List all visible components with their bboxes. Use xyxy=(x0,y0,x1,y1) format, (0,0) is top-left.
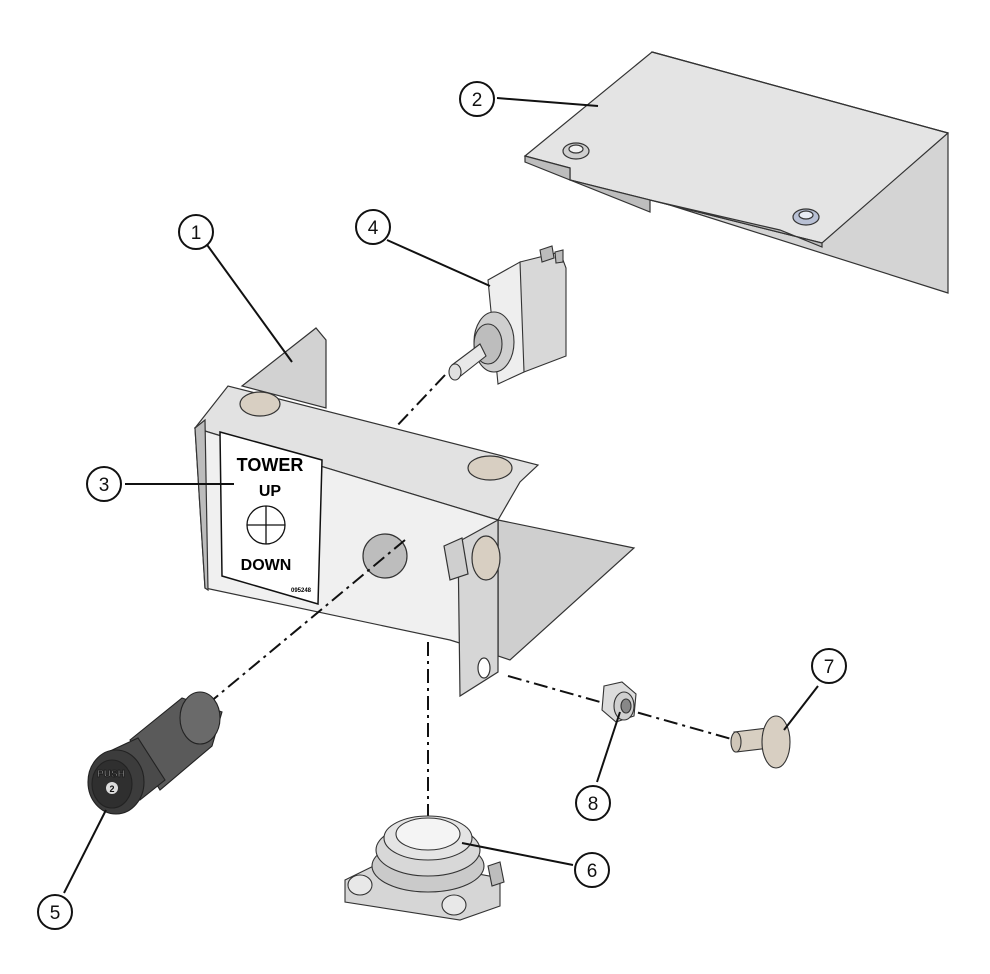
decal-line-up: UP xyxy=(259,483,282,500)
leader-7 xyxy=(783,685,819,731)
callout-1-number: 1 xyxy=(191,223,202,244)
callout-3-number: 3 xyxy=(99,475,110,496)
bushing-connector xyxy=(344,815,505,921)
lock-nut xyxy=(601,681,637,723)
callout-7: 7 xyxy=(811,648,847,684)
push-button: PUSH 2 xyxy=(87,691,223,815)
callout-2-number: 2 xyxy=(472,90,483,111)
callout-4-number: 4 xyxy=(368,218,379,239)
cover-plate xyxy=(523,51,950,294)
centerline-toggle xyxy=(394,374,446,429)
leader-5 xyxy=(63,809,107,894)
toggle-switch xyxy=(448,245,567,385)
callout-3: 3 xyxy=(86,466,122,502)
callout-1: 1 xyxy=(178,214,214,250)
decal-line-tower: TOWER xyxy=(237,455,304,475)
leader-8 xyxy=(596,711,621,783)
callout-4: 4 xyxy=(355,209,391,245)
callout-6: 6 xyxy=(574,852,610,888)
callout-7-number: 7 xyxy=(824,657,835,678)
callout-8: 8 xyxy=(575,785,611,821)
cover-standoff-left xyxy=(562,142,590,160)
callout-balloons: 1 2 3 4 5 6 7 8 xyxy=(37,81,847,930)
callout-5: 5 xyxy=(37,894,73,930)
push-button-number: 2 xyxy=(109,784,114,794)
push-button-label: PUSH xyxy=(97,769,125,780)
callout-2: 2 xyxy=(459,81,495,117)
leader-2 xyxy=(496,97,599,107)
decal-part-number: 095248 xyxy=(291,588,312,594)
leader-6 xyxy=(461,842,574,866)
decal: TOWER UP DOWN 095248 xyxy=(219,431,323,605)
side-screw xyxy=(443,535,501,581)
bracket-screw-1 xyxy=(239,391,281,417)
bracket-screw-2 xyxy=(467,455,513,481)
decal-crosshair-icon xyxy=(246,505,286,545)
cover-standoff-right xyxy=(792,208,820,226)
callout-8-number: 8 xyxy=(588,794,599,815)
leader-1 xyxy=(204,241,293,363)
leader-4 xyxy=(386,239,491,287)
screw xyxy=(730,715,791,769)
callout-5-number: 5 xyxy=(50,903,61,924)
leader-lines xyxy=(63,97,819,894)
callout-6-number: 6 xyxy=(587,861,598,882)
decal-line-down: DOWN xyxy=(241,557,292,574)
